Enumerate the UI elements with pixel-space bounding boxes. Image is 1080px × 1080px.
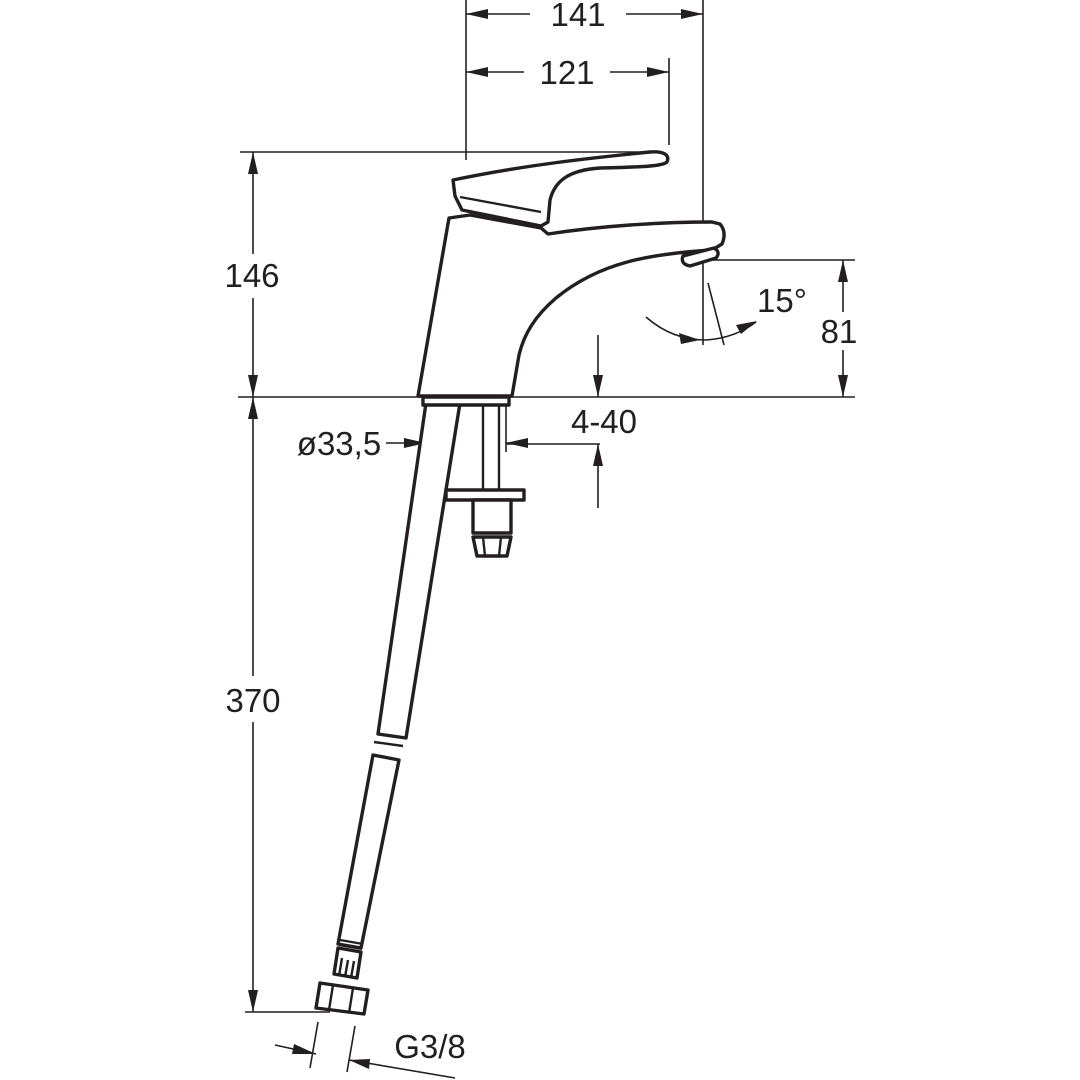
dimension-thread: G3/8 xyxy=(274,1021,466,1079)
dimension-label-diameter-33-5: ø33,5 xyxy=(297,425,381,462)
dimension-deck-thickness: 4-40 xyxy=(506,335,637,508)
spout-aerator xyxy=(680,246,720,268)
faucet-body xyxy=(416,213,726,398)
dimension-height-total: 146 xyxy=(224,152,280,397)
dimension-height-spout: 81 xyxy=(821,260,858,397)
dimension-width-spout: 121 xyxy=(466,54,669,91)
dimension-base-diameter: ø33,5 xyxy=(297,425,528,462)
dimension-label-81: 81 xyxy=(821,313,858,350)
dimension-label-15-degrees: 15° xyxy=(757,282,807,319)
supply-hose xyxy=(332,401,462,980)
mounting-base xyxy=(421,395,526,558)
extension-lines xyxy=(238,0,855,1013)
dimension-label-g3-8: G3/8 xyxy=(394,1028,466,1065)
dimension-label-370: 370 xyxy=(225,682,280,719)
hose-end-nut xyxy=(314,981,370,1016)
dimension-spout-angle: 15° xyxy=(645,282,807,344)
faucet-handle xyxy=(451,150,670,228)
dimension-label-141: 141 xyxy=(550,0,605,33)
dimension-hose-length: 370 xyxy=(225,397,281,1012)
dimension-label-121: 121 xyxy=(539,54,594,91)
dimension-width-total: 141 xyxy=(466,0,703,33)
dimension-label-146: 146 xyxy=(224,257,279,294)
dimension-label-4-40: 4-40 xyxy=(571,403,637,440)
